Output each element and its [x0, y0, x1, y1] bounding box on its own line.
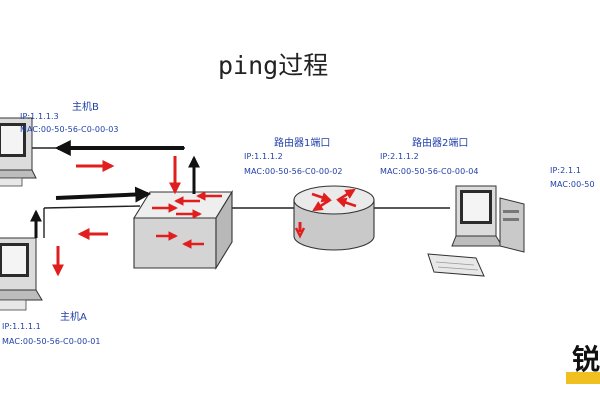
right-computer-icon [427, 185, 525, 277]
black-arrow-host-a-to-switch [55, 186, 152, 203]
right-host-mac: MAC:00-50 [550, 180, 595, 189]
host-a-ip: IP:1.1.1.1 [2, 322, 41, 331]
host-a-name: 主机A [60, 312, 87, 323]
router-port2-ip: IP:2.1.1.2 [380, 152, 419, 161]
host-b-name: 主机B [72, 102, 99, 113]
router-port2-name: 路由器2端口 [412, 138, 469, 149]
watermark-bar [566, 372, 600, 384]
router-port1-name: 路由器1端口 [274, 138, 331, 149]
network-cables [30, 147, 450, 238]
switch-icon [133, 190, 233, 270]
host-a-computer-icon [0, 237, 43, 311]
right-host-ip: IP:2.1.1 [550, 166, 582, 175]
host-b-mac: MAC:00-50-56-C0-00-03 [20, 125, 119, 134]
diagram-title: ping过程 [218, 51, 329, 80]
host-b-ip: IP:1.1.1.3 [20, 112, 59, 121]
host-b-computer-icon [0, 117, 37, 187]
router-port1-mac: MAC:00-50-56-C0-00-02 [244, 167, 343, 176]
flow-arrows [30, 140, 200, 277]
cable-host-a-switch [43, 205, 141, 209]
router-port1-ip: IP:1.1.1.2 [244, 152, 283, 161]
router-port2-mac: MAC:00-50-56-C0-00-04 [380, 167, 479, 176]
router-icon [293, 185, 375, 251]
watermark-logo: 锐 [572, 343, 600, 376]
host-a-mac: MAC:00-50-56-C0-00-01 [2, 337, 101, 346]
